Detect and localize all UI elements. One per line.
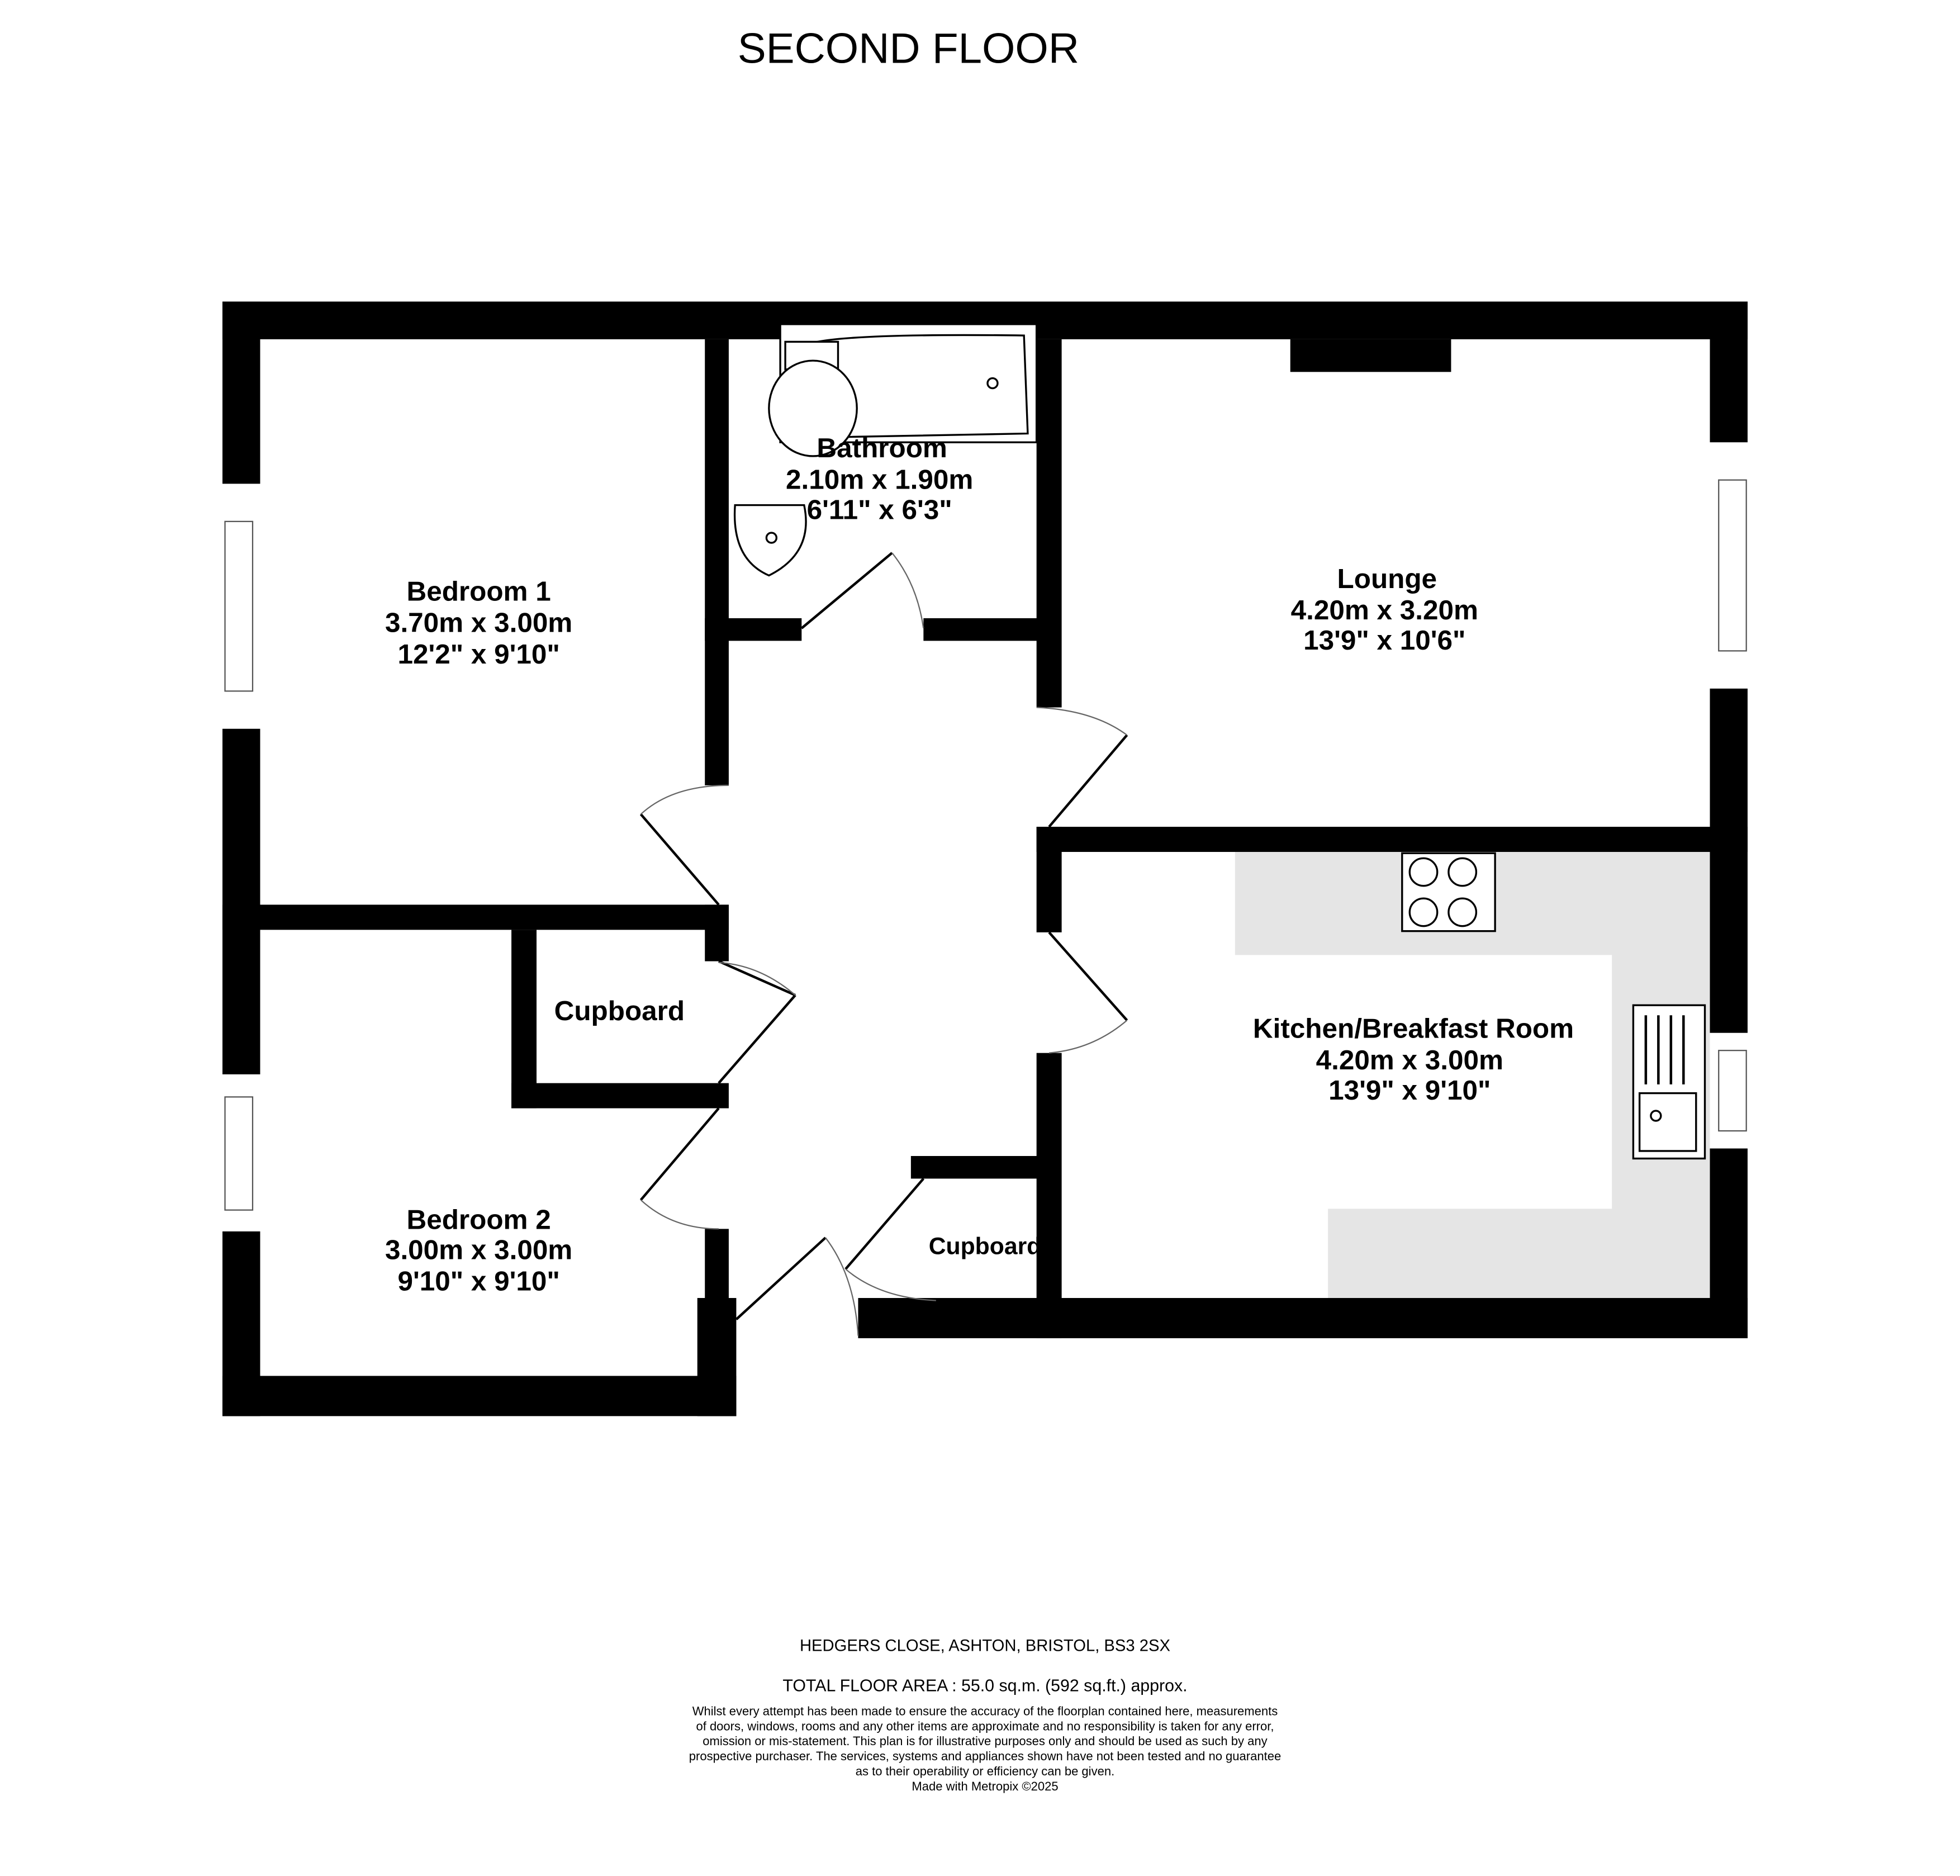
disclaimer-line: Whilst every attempt has been made to en… [692, 1704, 1278, 1718]
room-label-lounge: Lounge 4.20m x 3.20m 13'9" x 10'6" [1291, 563, 1478, 656]
svg-text:13'9" x 10'6": 13'9" x 10'6" [1303, 625, 1465, 656]
address: HEDGERS CLOSE, ASHTON, BRISTOL, BS3 2SX [800, 1637, 1170, 1655]
room-label-bedroom2: Bedroom 2 3.00m x 3.00m 9'10" x 9'10" [385, 1204, 572, 1296]
doors [639, 552, 1128, 1336]
footer: HEDGERS CLOSE, ASHTON, BRISTOL, BS3 2SX … [689, 1637, 1281, 1794]
toilet [768, 340, 858, 457]
svg-text:Bedroom 2: Bedroom 2 [407, 1204, 551, 1235]
svg-text:3.00m x 3.00m: 3.00m x 3.00m [385, 1234, 572, 1265]
kitchen-counter [1235, 852, 1710, 1299]
svg-text:2.10m x 1.90m: 2.10m x 1.90m [786, 464, 973, 495]
room-label-kitchen: Kitchen/Breakfast Room 4.20m x 3.00m 13'… [1253, 1013, 1574, 1106]
svg-text:Bedroom 1: Bedroom 1 [407, 576, 551, 607]
svg-text:9'10" x 9'10": 9'10" x 9'10" [397, 1266, 559, 1297]
basin [733, 504, 807, 577]
svg-text:4.20m x 3.00m: 4.20m x 3.00m [1316, 1045, 1503, 1076]
disclaimer-line: prospective purchaser. The services, sys… [689, 1749, 1281, 1763]
credit: Made with Metropix ©2025 [912, 1779, 1058, 1793]
sink [1632, 1004, 1706, 1160]
svg-text:3.70m x 3.00m: 3.70m x 3.00m [385, 608, 572, 638]
svg-text:Kitchen/Breakfast Room: Kitchen/Breakfast Room [1253, 1013, 1574, 1044]
svg-text:Bathroom: Bathroom [817, 433, 947, 463]
walls [222, 301, 1748, 1417]
svg-text:6'11" x 6'3": 6'11" x 6'3" [807, 494, 952, 525]
disclaimer-line: as to their operability or efficiency ca… [856, 1764, 1114, 1778]
room-label-bedroom1: Bedroom 1 3.70m x 3.00m 12'2" x 9'10" [385, 576, 572, 669]
svg-text:13'9" x 9'10": 13'9" x 9'10" [1328, 1075, 1491, 1106]
hob [1401, 852, 1496, 932]
windows [224, 479, 1747, 1211]
floor-title: SECOND FLOOR [738, 25, 1079, 72]
disclaimer-line: omission or mis-statement. This plan is … [703, 1734, 1267, 1748]
svg-text:4.20m x 3.20m: 4.20m x 3.20m [1291, 595, 1478, 626]
room-label-bathroom: Bathroom 2.10m x 1.90m 6'11" x 6'3" [786, 433, 973, 525]
room-label-cupboard1: Cupboard [554, 996, 685, 1026]
svg-text:12'2" x 9'10": 12'2" x 9'10" [397, 639, 559, 670]
svg-text:Lounge: Lounge [1337, 563, 1437, 594]
disclaimer-line: of doors, windows, rooms and any other i… [696, 1719, 1274, 1733]
room-label-cupboard2: Cupboard [929, 1233, 1042, 1259]
total-floor-area: TOTAL FLOOR AREA : 55.0 sq.m. (592 sq.ft… [782, 1677, 1187, 1695]
